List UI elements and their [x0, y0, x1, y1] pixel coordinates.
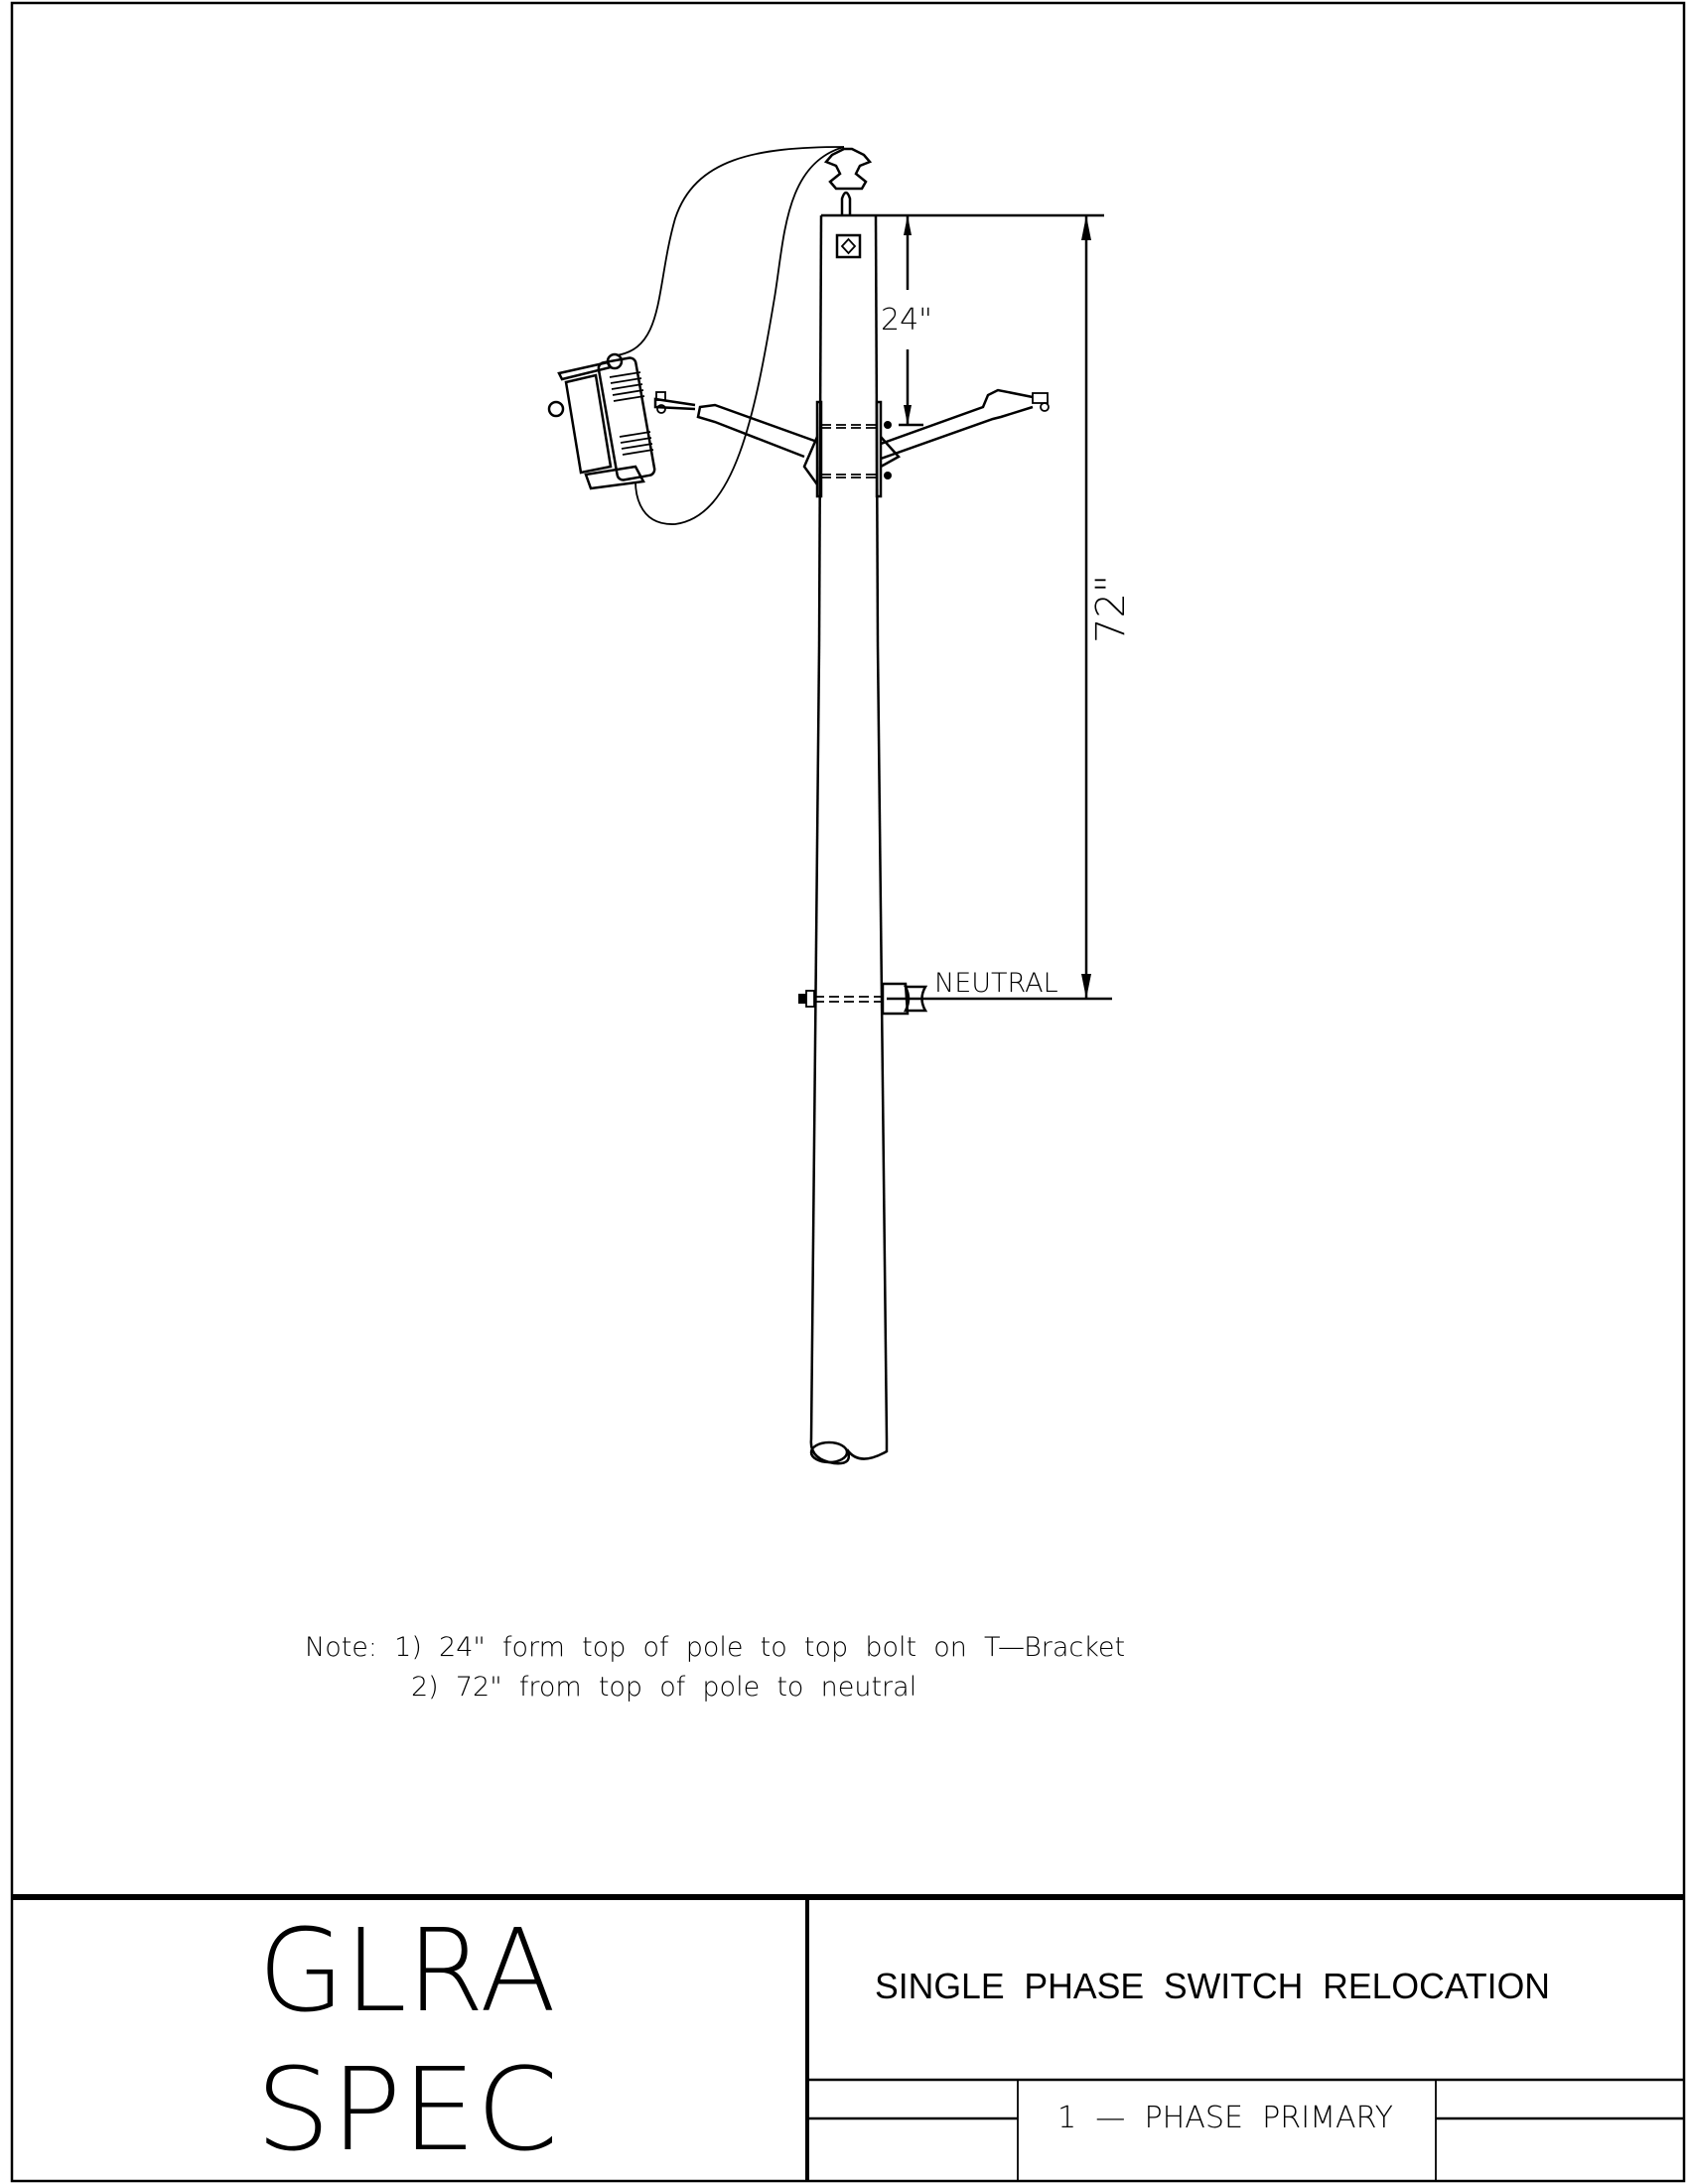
logo-glra: GLRA — [258, 1905, 556, 2038]
note-line-2: 2) 72" from top of pole to neutral — [411, 1672, 916, 1703]
title-block — [12, 1894, 1684, 2181]
neutral-label: NEUTRAL — [934, 968, 1058, 999]
cutout-switch — [547, 352, 656, 490]
dimension-72 — [887, 215, 1112, 1001]
pole-tag-icon — [835, 233, 862, 259]
jumper-cable-lower — [634, 146, 845, 525]
t-bracket-crossarm — [653, 388, 1050, 498]
dimension-72-label: 72" — [1088, 575, 1134, 643]
dimension-24 — [876, 213, 1104, 425]
drawing-title: SINGLE PHASE SWITCH RELOCATION — [875, 1966, 1550, 2006]
utility-pole — [809, 213, 889, 1465]
sheet-border — [10, 1, 1686, 2183]
note-line-1: Note: 1) 24" form top of pole to top bol… — [305, 1632, 1125, 1663]
logo-spec: SPEC — [256, 2044, 559, 2177]
jumper-cable-upper — [616, 146, 845, 356]
neutral-rack — [798, 982, 928, 1016]
drawing-subtitle: 1 — PHASE PRIMARY — [1057, 2101, 1393, 2135]
pin-insulator — [823, 147, 873, 215]
dimension-24-label: 24" — [881, 303, 932, 338]
